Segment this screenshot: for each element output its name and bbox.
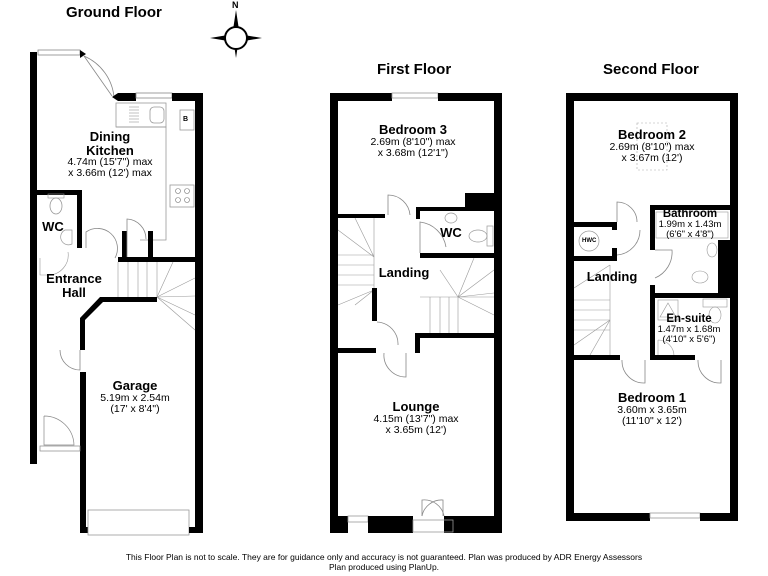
room-bedroom-3: Bedroom 3 2.69m (8'10") max x 3.68m (12'… [370, 123, 455, 159]
room-bedroom-2: Bedroom 2 2.69m (8'10") max x 3.67m (12'… [609, 128, 694, 164]
room-dimensions: 2.69m (8'10") max [609, 140, 695, 153]
room-wc-first: WC [440, 226, 462, 240]
room-bathroom: Bathroom 1.99m x 1.43m (6'6" x 4'8") [659, 208, 722, 240]
room-garage: Garage 5.19m x 2.54m (17' x 8'4") [100, 379, 169, 415]
room-dimensions: x 3.66m (12') max [68, 167, 152, 180]
room-name: WC [440, 225, 462, 240]
room-name: Landing [378, 265, 430, 280]
room-name: Dining [89, 129, 131, 144]
room-dimensions: x 3.67m (12') [621, 151, 683, 164]
room-name: Lounge [392, 399, 440, 414]
room-dimensions: (11'10" x 12') [621, 414, 683, 427]
room-dimensions: 5.19m x 2.54m [100, 391, 170, 404]
room-name: Garage [112, 378, 158, 393]
room-bedroom-1: Bedroom 1 3.60m x 3.65m (11'10" x 12') [617, 391, 686, 427]
room-landing-first: Landing [379, 266, 430, 280]
second-floor-title: Second Floor [603, 61, 699, 78]
room-name: Landing [586, 269, 638, 284]
room-dimensions: 2.69m (8'10") max [370, 135, 456, 148]
room-dimensions: 1.99m x 1.43m [658, 219, 722, 231]
ground-floor-plan [30, 49, 203, 536]
hwc-label: HWC [582, 238, 597, 244]
room-en-suite: En-suite 1.47m x 1.68m (4'10" x 5'6") [658, 313, 721, 345]
room-landing-second: Landing [587, 270, 638, 284]
room-dimensions: 3.60m x 3.65m [617, 403, 687, 416]
room-dimensions: 4.15m (13'7") max [373, 412, 459, 425]
room-dimensions: (4'10" x 5'6") [662, 334, 716, 346]
first-floor-title: First Floor [377, 61, 452, 78]
room-name: Bathroom [662, 208, 718, 220]
room-dining-kitchen: Dining Kitchen 4.74m (15'7") max x 3.66m… [67, 130, 152, 179]
compass-north-label: N [232, 0, 239, 10]
disclaimer-line-1: This Floor Plan is not to scale. They ar… [125, 552, 643, 562]
room-dimensions: 1.47m x 1.68m [657, 324, 721, 336]
room-dimensions: x 3.65m (12') [385, 423, 447, 436]
disclaimer-line-2: Plan produced using PlanUp. [328, 562, 440, 572]
room-dimensions: (6'6" x 4'8") [666, 229, 714, 241]
room-wc-ground: WC [42, 220, 64, 234]
room-lounge: Lounge 4.15m (13'7") max x 3.65m (12') [373, 400, 458, 436]
first-floor-plan [330, 92, 502, 533]
room-name: Kitchen [86, 142, 134, 158]
room-dimensions: x 3.68m (12'1") [377, 146, 449, 159]
room-name: WC [42, 219, 64, 234]
room-name: Bedroom 2 [618, 127, 686, 142]
room-name: Bedroom 3 [379, 122, 447, 137]
room-name: Entrance [46, 271, 102, 286]
room-entrance-hall: Entrance Hall [46, 272, 102, 299]
room-dimensions: 4.74m (15'7") max [67, 156, 153, 169]
room-name: Hall [62, 284, 86, 300]
compass-rose-icon [210, 10, 262, 58]
room-name: En-suite [666, 313, 712, 325]
second-floor-plan [566, 93, 738, 521]
room-dimensions: (17' x 8'4") [110, 402, 160, 415]
room-name: Bedroom 1 [618, 390, 686, 405]
ground-floor-title: Ground Floor [66, 4, 162, 21]
disclaimer-footer: This Floor Plan is not to scale. They ar… [0, 552, 768, 572]
boiler-label: B [183, 116, 189, 123]
